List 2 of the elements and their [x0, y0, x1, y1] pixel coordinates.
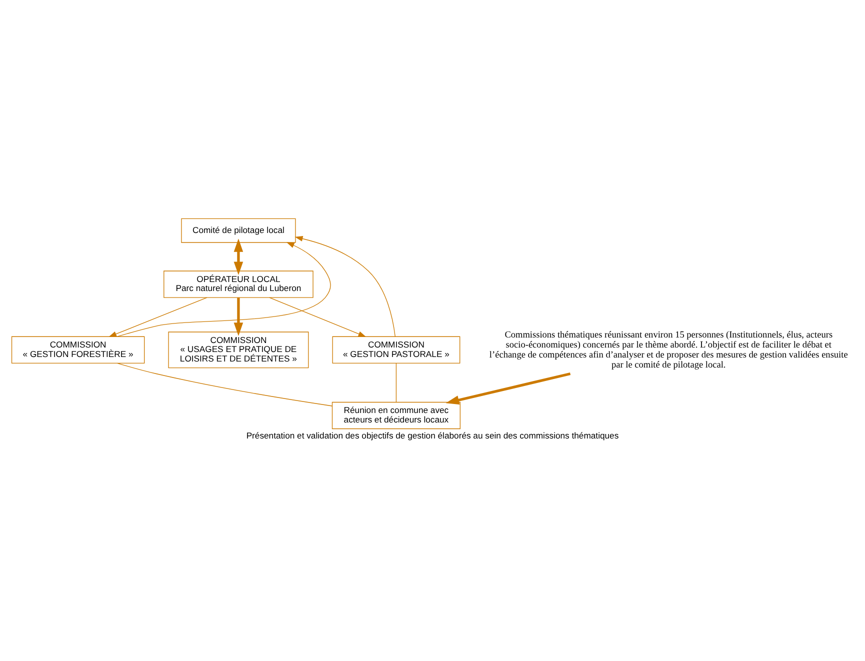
node-text: Commissions thématiques réunissant environ 15 personnes (Institutionnels, élus, acteurs socio-économiques) concernés par le thème abordé. L’objectif est de faciliter le débat et l’échange de compétences afin d’analyser et de proposer des mesures de gestion validées ensuite par le comité de pilotage local.	[489, 330, 848, 370]
caption: Présentation et validation des objectifs de gestion élaborés au sein des commissions thématiques	[246, 430, 619, 440]
